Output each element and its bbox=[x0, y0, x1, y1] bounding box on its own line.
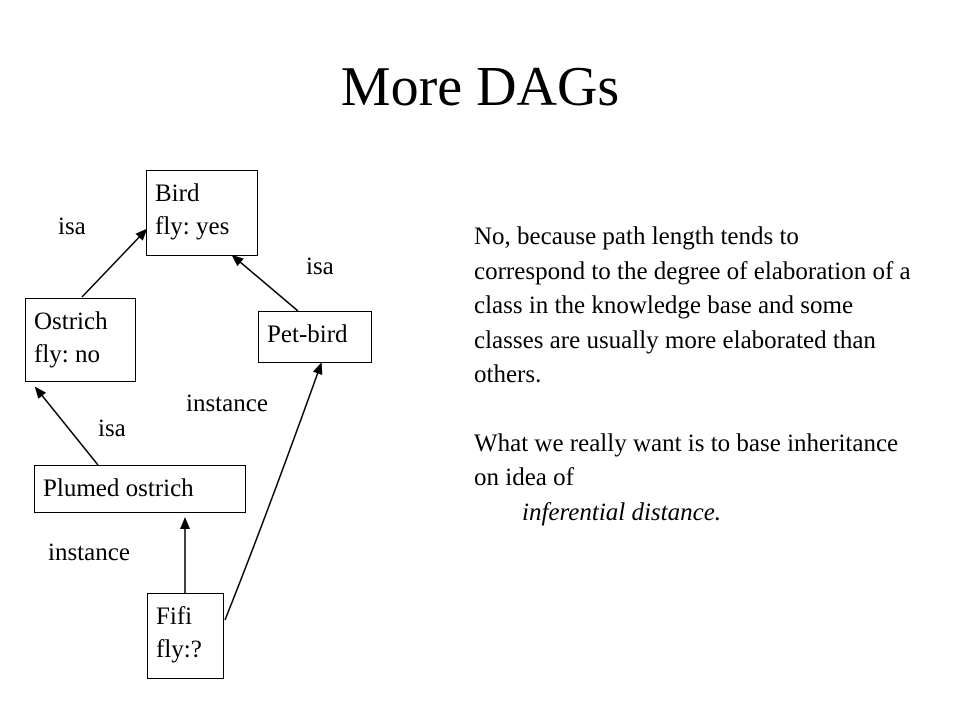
node-pet-bird-name: Pet-bird bbox=[267, 321, 348, 348]
label-plumed-ostrich: isa bbox=[98, 415, 126, 442]
node-bird-fly: fly: yes bbox=[155, 213, 230, 240]
slide-title: More DAGs bbox=[340, 56, 620, 118]
explanation-paragraph-2: What we really want is to base inheritan… bbox=[474, 429, 899, 492]
node-fifi-name: Fifi bbox=[156, 603, 193, 630]
edge-fifi-petbird bbox=[224, 362, 323, 621]
edge-plumed-ostrich bbox=[34, 386, 99, 466]
label-fifi-petbird: instance bbox=[186, 390, 268, 417]
node-ostrich: Ostrich fly: no bbox=[25, 298, 136, 382]
label-fifi-plumed: instance bbox=[48, 539, 130, 566]
explanation-paragraph-1: No, because path length tends to corresp… bbox=[474, 223, 911, 388]
edge-petbird-bird bbox=[231, 254, 299, 312]
node-fifi-fly: fly:? bbox=[156, 636, 202, 663]
node-plumed-ostrich: Plumed ostrich bbox=[34, 465, 246, 513]
label-petbird-bird: isa bbox=[306, 253, 334, 280]
node-fifi: Fifi fly:? bbox=[147, 593, 224, 679]
node-pet-bird: Pet-bird bbox=[258, 311, 372, 363]
edge-ostrich-bird bbox=[81, 228, 148, 298]
label-ostrich-bird: isa bbox=[58, 213, 86, 240]
explanation-inferential-distance: inferential distance. bbox=[522, 498, 722, 526]
node-bird: Bird fly: yes bbox=[146, 170, 258, 256]
explanation-text: No, because path length tends to corresp… bbox=[474, 220, 914, 530]
node-plumed-ostrich-name: Plumed ostrich bbox=[43, 475, 194, 502]
node-bird-name: Bird bbox=[155, 180, 200, 207]
node-ostrich-name: Ostrich bbox=[34, 308, 108, 335]
node-ostrich-fly: fly: no bbox=[34, 341, 100, 368]
